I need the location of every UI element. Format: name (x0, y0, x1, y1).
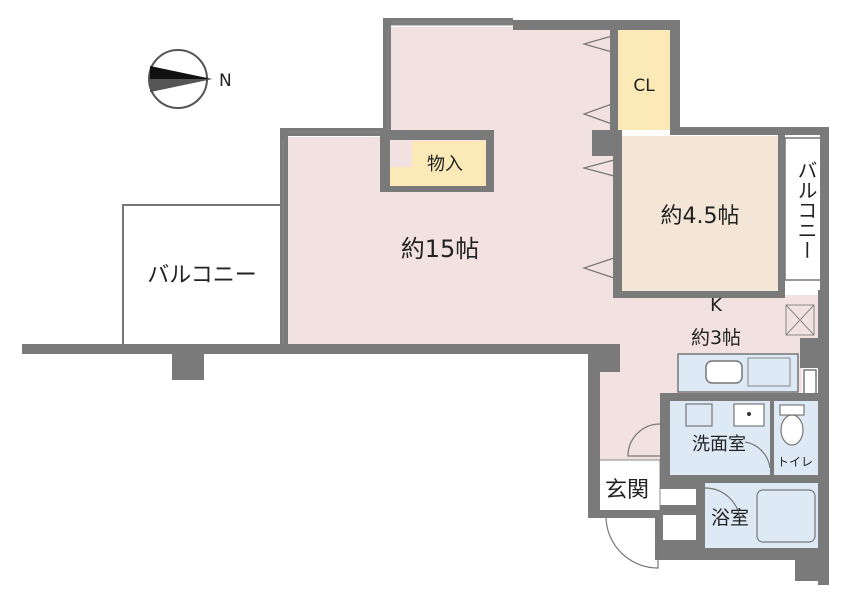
kitchen-stove (747, 357, 791, 387)
toilet-tank (779, 404, 805, 416)
washroom-label: 洗面室 (692, 434, 746, 455)
storage-area (387, 141, 487, 187)
entrance-area (597, 459, 661, 517)
balcony-left-label: バルコニー (147, 263, 257, 288)
fridge-space (803, 369, 817, 395)
living-room-floor (287, 27, 818, 347)
compass: N (148, 49, 232, 109)
kitchen-label-bottom: 約3帖 (691, 327, 741, 349)
bedroom-label: 約4.5帖 (661, 204, 740, 229)
kitchen-label-top: K (710, 295, 723, 316)
entrance-label: 玄関 (605, 478, 649, 503)
closet-label: CL (633, 76, 655, 96)
kitchen-sink (705, 360, 743, 384)
closet-area (618, 30, 670, 130)
sliding-door-marks (581, 35, 615, 279)
toilet-label: トイレ (777, 455, 813, 469)
living-room-label: 約15帖 (401, 235, 480, 263)
walls (22, 18, 829, 585)
storage-label: 物入 (427, 154, 463, 175)
toilet-bowl (780, 414, 804, 446)
balcony-right-area (784, 137, 826, 281)
bathtub (756, 489, 816, 543)
bath-label: 浴室 (711, 507, 749, 529)
windows (282, 21, 783, 345)
compass-direction-label: N (219, 71, 232, 91)
balcony-left-area (122, 204, 284, 348)
ventilation-box (785, 304, 815, 336)
door-swings (605, 423, 771, 569)
washing-machine (685, 403, 713, 427)
bedroom-floor (620, 136, 778, 293)
balcony-right-label: バルコニー (794, 160, 818, 260)
